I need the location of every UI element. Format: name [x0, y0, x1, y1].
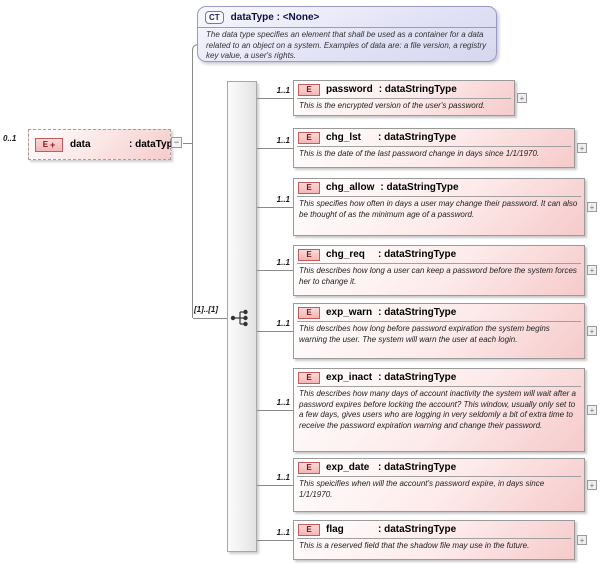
element-type: : dataStringType	[378, 84, 457, 95]
element-badge: E	[298, 306, 320, 319]
element-badge: E	[298, 461, 320, 474]
element-badge: E	[298, 371, 320, 384]
element-type: : dataStringType	[378, 132, 457, 143]
connector-line	[257, 485, 293, 486]
divider	[297, 146, 571, 147]
sequence-icon	[230, 309, 248, 327]
element-badge: E	[298, 131, 320, 144]
divider	[297, 98, 511, 99]
element-type: : dataStringType	[378, 249, 457, 260]
connector-line	[257, 270, 293, 271]
complextype-annotation: The data type specifies an element that …	[206, 30, 487, 60]
cardinality-label: 1..1	[276, 473, 290, 482]
connector-line	[257, 98, 293, 99]
divider	[297, 263, 581, 264]
element-exp_inact[interactable]: E exp_inact : dataStringType This descri…	[293, 368, 585, 452]
element-header: E chg_allow : dataStringType	[294, 179, 584, 196]
element-badge: E+	[35, 137, 63, 152]
element-name: data	[70, 139, 91, 150]
element-name: exp_date	[326, 462, 370, 473]
element-annotation: This describes how long before password …	[299, 324, 550, 344]
expand-toggle[interactable]: +	[577, 535, 587, 545]
element-chg_lst[interactable]: E chg_lst : dataStringType This is the d…	[293, 128, 575, 168]
element-name: exp_inact	[326, 372, 373, 383]
element-chg_allow[interactable]: E chg_allow : dataStringType This specif…	[293, 178, 585, 236]
root-cardinality: 0..1	[3, 134, 17, 143]
element-header: E exp_date : dataStringType	[294, 459, 584, 476]
element-type: : dataType	[129, 139, 179, 150]
element-header: E exp_warn : dataStringType	[294, 304, 584, 321]
element-annotation: This is the encrypted version of the use…	[299, 101, 486, 110]
element-annotation: This specifies how often in days a user …	[299, 199, 578, 219]
element-flag[interactable]: E flag : dataStringType This is a reserv…	[293, 520, 575, 560]
element-name: chg_allow	[326, 182, 375, 193]
element-header: E flag : dataStringType	[294, 521, 574, 538]
cardinality-label: 1..1	[276, 86, 290, 95]
sequence-cardinality: [1]..[1]	[194, 305, 218, 314]
expand-toggle[interactable]: +	[587, 326, 597, 336]
element-type: : dataStringType	[378, 524, 457, 535]
complextype-badge: CT	[205, 11, 224, 24]
connector-data-line	[183, 143, 193, 144]
element-header: E password : dataStringType	[294, 81, 514, 98]
connector-line	[257, 148, 293, 149]
connector-sequence-line	[193, 318, 227, 319]
element-exp_warn[interactable]: E exp_warn : dataStringType This describ…	[293, 303, 585, 359]
cardinality-label: 1..1	[276, 398, 290, 407]
expand-toggle[interactable]: +	[587, 405, 597, 415]
element-annotation: This is a reserved field that the shadow…	[299, 541, 530, 550]
expand-toggle[interactable]: +	[587, 202, 597, 212]
divider	[198, 27, 496, 28]
collapse-toggle[interactable]: −	[171, 137, 182, 148]
connector-line	[257, 410, 293, 411]
cardinality-label: 1..1	[276, 319, 290, 328]
divider	[297, 196, 581, 197]
element-annotation: This describes how many days of account …	[299, 389, 576, 430]
element-name: chg_lst	[326, 132, 362, 143]
cardinality-label: 1..1	[276, 258, 290, 267]
complextype-header: CT dataType : <None>	[198, 7, 496, 27]
connector-elbow	[192, 44, 199, 51]
complextype-title: dataType : <None>	[230, 12, 320, 23]
element-header: E exp_inact : dataStringType	[294, 369, 584, 386]
element-name: password	[326, 84, 373, 95]
element-header: E chg_lst : dataStringType	[294, 129, 574, 146]
element-type: : dataStringType	[378, 372, 457, 383]
cardinality-label: 1..1	[276, 528, 290, 537]
divider	[297, 476, 581, 477]
element-header: E chg_req : dataStringType	[294, 246, 584, 263]
element-badge: E	[298, 523, 320, 536]
expand-toggle[interactable]: +	[587, 265, 597, 275]
expand-toggle[interactable]: +	[577, 143, 587, 153]
element-type: : dataStringType	[380, 182, 459, 193]
element-badge: E	[298, 248, 320, 261]
element-badge: E	[298, 83, 320, 96]
connector-line	[257, 331, 293, 332]
element-type: : dataStringType	[378, 307, 457, 318]
element-name: flag	[326, 524, 344, 535]
element-chg_req[interactable]: E chg_req : dataStringType This describe…	[293, 245, 585, 296]
element-annotation: This is the date of the last password ch…	[299, 149, 540, 158]
expand-toggle[interactable]: +	[587, 480, 597, 490]
element-data[interactable]: E+ data : dataType	[28, 129, 178, 160]
element-name: chg_req	[326, 249, 365, 260]
cardinality-label: 1..1	[276, 136, 290, 145]
connector-line	[257, 207, 293, 208]
element-annotation: This describes how long a user can keep …	[299, 266, 577, 286]
cardinality-label: 1..1	[276, 195, 290, 204]
element-type: : dataStringType	[378, 462, 457, 473]
divider	[297, 538, 571, 539]
element-exp_date[interactable]: E exp_date : dataStringType This speicif…	[293, 458, 585, 512]
element-name: exp_warn	[326, 307, 373, 318]
complextype-box[interactable]: CT dataType : <None> The data type speci…	[197, 6, 497, 62]
plus-icon: +	[50, 139, 56, 150]
connector-line	[257, 540, 293, 541]
divider	[297, 321, 581, 322]
element-password[interactable]: E password : dataStringType This is the …	[293, 80, 515, 116]
connector-vline	[192, 49, 193, 318]
element-badge: E	[298, 181, 320, 194]
element-annotation: This speicifies when will the account's …	[299, 479, 545, 499]
divider	[297, 386, 581, 387]
expand-toggle[interactable]: +	[517, 93, 527, 103]
